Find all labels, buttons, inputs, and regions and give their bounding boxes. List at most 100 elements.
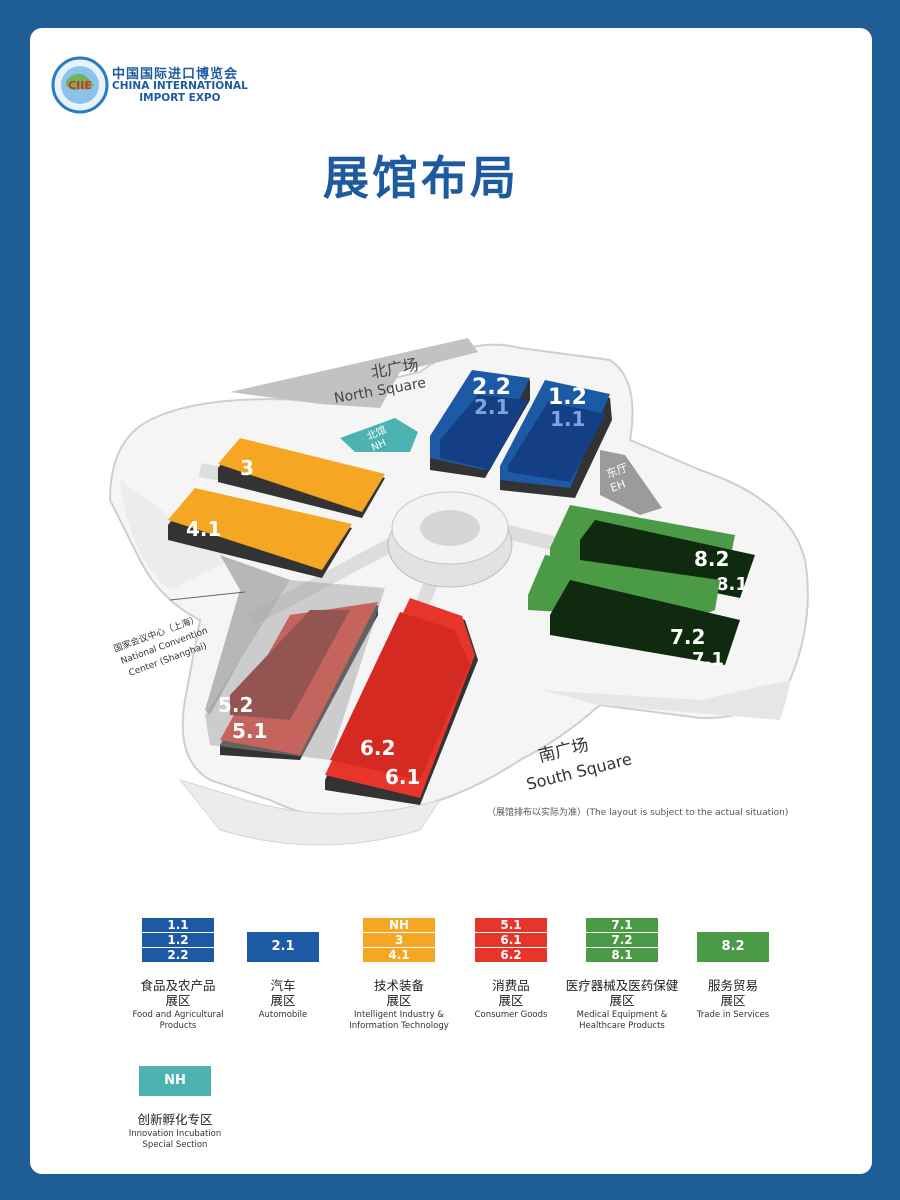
logo-name-cn: 中国国际进口博览会: [112, 67, 239, 82]
legend-badge: 2.2: [142, 948, 214, 962]
globe-logo-icon: CIIE: [51, 56, 109, 114]
logo-name-en-line2: IMPORT EXPO: [139, 92, 221, 104]
hall-nh[interactable]: [340, 418, 418, 452]
hall-5-2-label: 5.2: [218, 693, 253, 717]
hall-7-1-label: 7.1: [692, 649, 724, 670]
legend-badge: 4.1: [363, 948, 435, 962]
hall-2-1[interactable]: [440, 395, 528, 470]
legend-label-en-line1: Trade in Services: [696, 1010, 770, 1020]
legend-badges: NH: [110, 1066, 240, 1096]
hall-1-1-label: 1.1: [550, 407, 585, 431]
legend-label-en-line2: Special Section: [142, 1140, 208, 1150]
hall-2-1-label: 2.1: [474, 395, 509, 419]
legend-label-cn: 消费品展区: [446, 978, 576, 1008]
hall-3-label: 3: [240, 456, 254, 480]
legend-badge: 6.1: [475, 933, 547, 947]
ncc-connector: [205, 555, 290, 715]
legend-label-en: Trade in Services: [668, 1010, 798, 1021]
hall-3[interactable]: [218, 438, 385, 512]
north-square: [230, 338, 478, 408]
east-hall[interactable]: [600, 450, 662, 515]
legend-label-cn-line2: 展区: [498, 993, 524, 1008]
legend-label-cn-line2: 展区: [270, 993, 296, 1008]
legend-badge: 1.2: [142, 933, 214, 947]
legend-label-en: Medical Equipment &Healthcare Products: [557, 1010, 687, 1032]
hall-8-1-label: 8.1: [716, 574, 748, 595]
legend-label-cn-line2: 展区: [609, 993, 635, 1008]
legend-label-en-line1: Medical Equipment &: [576, 1010, 668, 1020]
hall-1-1[interactable]: [508, 402, 606, 482]
logo-name-en-line1: CHINA INTERNATIONAL: [112, 80, 248, 92]
legend-badge: 8.2: [697, 932, 769, 962]
legend-label-cn-line1: 消费品: [492, 978, 530, 993]
legend-badge: NH: [363, 918, 435, 932]
legend-item: 8.2 服务贸易展区 Trade in Services: [668, 932, 798, 1021]
hall-6-2-label: 6.2: [360, 736, 395, 760]
legend-label-cn-line2: 展区: [165, 993, 191, 1008]
hall-5-2-overlay: [205, 580, 385, 760]
hall-6-2[interactable]: [330, 612, 470, 780]
legend-label-en: Automobile: [218, 1010, 348, 1021]
legend-label-en-line1: Consumer Goods: [474, 1010, 548, 1020]
hall-8-2-label: 8.2: [694, 547, 729, 571]
hall-1-2-label: 1.2: [548, 385, 587, 410]
legend-label-cn-line1: 汽车: [270, 978, 296, 993]
legend-label-cn-line1: 服务贸易: [707, 978, 758, 993]
hall-4-1-label: 4.1: [186, 517, 221, 541]
ncc-pointer-line: [169, 591, 246, 601]
legend-label-cn: 创新孵化专区: [110, 1112, 240, 1127]
venue-map: 北广场 North Square 北馆 NH 2.2 2.1 1.2 1.1 东…: [108, 338, 809, 846]
legend-badges: 8.2: [668, 932, 798, 962]
legend-label-cn: 服务贸易展区: [668, 978, 798, 1008]
hall-8-1[interactable]: [580, 520, 755, 598]
legend-badge: 5.1: [475, 918, 547, 932]
legend-label-en: Consumer Goods: [446, 1010, 576, 1021]
legend-label-cn: 技术装备展区: [334, 978, 464, 1008]
legend-label-cn-line1: 医疗器械及医药保健: [565, 978, 679, 993]
legend-badge: 6.2: [475, 948, 547, 962]
hall-5-2[interactable]: [230, 610, 350, 720]
hall-2-2-label: 2.2: [472, 375, 511, 400]
legend-label-cn-line1: 食品及农产品: [140, 978, 216, 993]
legend-label-en-line2: Information Technology: [349, 1021, 449, 1031]
east-hall-label-en: EH: [609, 477, 628, 494]
legend-badge: 3: [363, 933, 435, 947]
legend-label-cn-line1: 技术装备: [373, 978, 424, 993]
legend-badge: NH: [139, 1066, 211, 1096]
legend-item: 2.1 汽车展区 Automobile: [218, 932, 348, 1021]
legend-label-en-line1: Automobile: [258, 1010, 308, 1020]
legend-label-cn-line1: 创新孵化专区: [137, 1112, 213, 1127]
hall-7-2-label: 7.2: [670, 625, 705, 649]
legend-label-en-line2: Healthcare Products: [579, 1021, 665, 1031]
hall-6-1-label: 6.1: [385, 765, 420, 789]
legend-label-cn-line2: 展区: [720, 993, 746, 1008]
ciie-logo: CIIE 中国国际进口博览会 CHINA INTERNATIONAL IMPOR…: [50, 55, 290, 115]
legend-label-cn: 汽车展区: [218, 978, 348, 1008]
legend-label-cn: 食品及农产品展区: [113, 978, 243, 1008]
central-plaza-hole: [420, 510, 480, 546]
legend-badge: 7.2: [586, 933, 658, 947]
legend-label-en-line1: Food and Agricultural: [132, 1010, 224, 1020]
legend-badge: 1.1: [142, 918, 214, 932]
hall-5-1-label: 5.1: [232, 719, 267, 743]
layout-disclaimer: （展馆排布以实际为准）(The layout is subject to the…: [487, 808, 789, 818]
hall-4-1[interactable]: [168, 488, 352, 570]
legend-badge: 2.1: [247, 932, 319, 962]
legend-badges: 2.1: [218, 932, 348, 962]
terrace-southeast: [540, 680, 790, 720]
legend-label-cn: 医疗器械及医药保健展区: [557, 978, 687, 1008]
hall-7-1[interactable]: [550, 580, 740, 665]
legend-label-en: Intelligent Industry &Information Techno…: [334, 1010, 464, 1032]
logo-acronym: CIIE: [68, 79, 92, 92]
legend-label-en-line1: Innovation Incubation: [128, 1129, 222, 1139]
